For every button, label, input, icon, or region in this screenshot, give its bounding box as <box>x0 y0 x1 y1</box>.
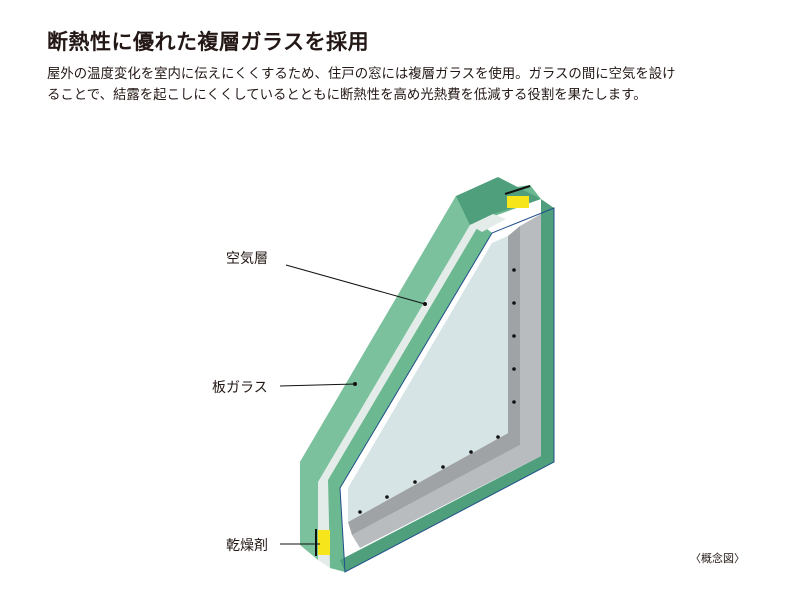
description-line-1: 屋外の温度変化を室内に伝えにくくするため、住戸の窓には複層ガラスを使用。ガラスの… <box>47 67 676 82</box>
air-layer-pointer <box>423 302 427 306</box>
desiccant-top <box>507 196 529 208</box>
inner-pane-edge <box>328 223 492 572</box>
desiccant-top-edge <box>504 185 531 195</box>
description: 屋外の温度変化を室内に伝えにくくするため、住戸の窓には複層ガラスを使用。ガラスの… <box>47 64 767 106</box>
plate-glass-leader <box>279 383 356 387</box>
spacer-dot <box>512 334 516 338</box>
conceptual-note: 〈概念図〉 <box>690 552 745 565</box>
inner-glass-face <box>348 236 508 522</box>
spacer-dot <box>512 268 516 272</box>
inner-glass-outline <box>339 207 555 573</box>
right-side-frame <box>340 199 554 572</box>
outer-pane-face <box>300 196 470 560</box>
spacer-dot <box>469 450 473 454</box>
label-desiccant: 乾燥剤 <box>226 538 268 554</box>
spacer-dot <box>358 510 362 514</box>
spacer-dot <box>512 301 516 305</box>
spacer-dots <box>358 268 516 514</box>
spacer-dot <box>385 495 389 499</box>
spacer-dot <box>512 400 516 404</box>
spacer-dot <box>441 465 445 469</box>
right-side-inner-gray <box>348 226 520 535</box>
spacer-dot <box>413 480 417 484</box>
label-plate-glass: 板ガラス <box>212 380 268 396</box>
right-side-gray <box>352 214 541 548</box>
desiccant-bottom <box>318 530 330 555</box>
top-edge-gap <box>470 214 506 232</box>
plate-glass-pointer <box>353 382 357 386</box>
spacer-dot <box>512 367 516 371</box>
label-air-layer: 空気層 <box>226 251 268 267</box>
outer-glass-pane <box>300 185 541 572</box>
air-layer-leader <box>285 264 426 305</box>
description-line-2: ることで、結露を起こしにくくしているとともに断熱性を高め光熱費を低減する役割を果… <box>47 88 647 103</box>
spacer-dot <box>496 435 500 439</box>
page-title: 断熱性に優れた複層ガラスを採用 <box>47 30 370 54</box>
